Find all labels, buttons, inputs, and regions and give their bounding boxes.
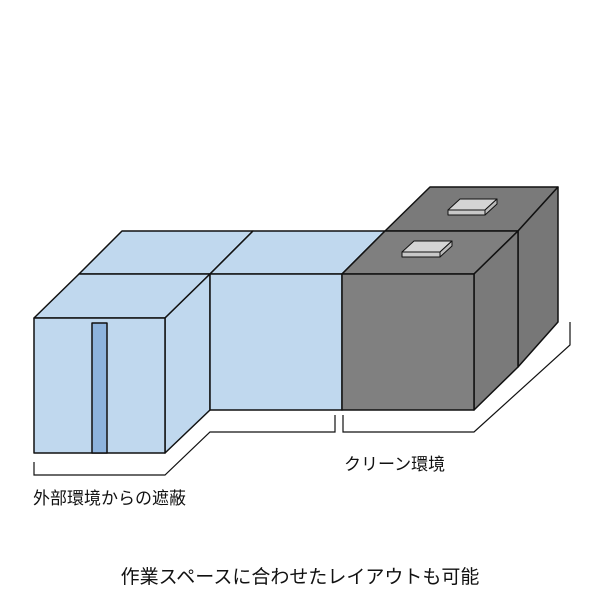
clean-unit-front	[341, 230, 519, 411]
external-shielding-label: 外部環境からの遮蔽	[33, 489, 186, 509]
caption: 作業スペースに合わせたレイアウトも可能	[120, 566, 480, 588]
bracket-shielding	[33, 415, 336, 476]
clean-environment-label: クリーン環境	[344, 455, 446, 475]
vent-back	[447, 198, 498, 216]
bracket-clean	[342, 322, 571, 433]
door	[91, 322, 108, 454]
shield-tent-left	[33, 230, 254, 454]
vent-front	[401, 240, 453, 258]
